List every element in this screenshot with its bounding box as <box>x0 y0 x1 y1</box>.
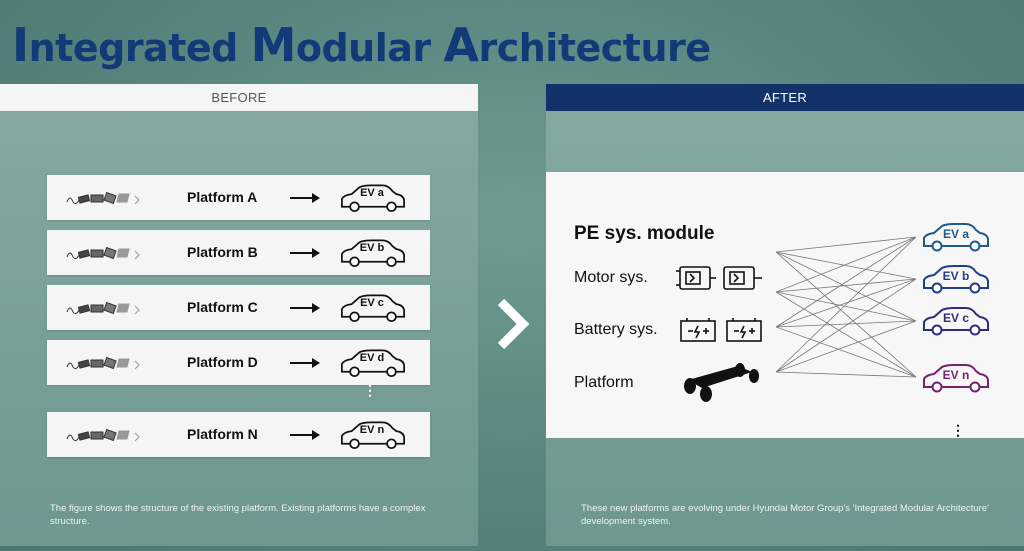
chevron-right-icon <box>497 298 530 350</box>
car-outline-icon <box>341 184 405 212</box>
connection-line <box>776 251 916 378</box>
ev-label: EV a <box>360 187 384 199</box>
car-outline-icon <box>923 307 989 336</box>
connection-line <box>776 278 916 373</box>
platform-label: Platform C <box>187 299 258 315</box>
car-outline-icon <box>341 294 405 322</box>
vertical-ellipsis: ⋮ <box>363 382 377 398</box>
battery-icon <box>680 318 762 342</box>
arrow-right-icon <box>290 303 320 313</box>
motor-label: Motor sys. <box>574 269 648 286</box>
pe-module-title: PE sys. module <box>574 223 715 244</box>
connection-line <box>776 251 916 280</box>
arrow-right-icon <box>290 248 320 258</box>
motor-icon <box>676 266 762 290</box>
ev-label: EV n <box>359 424 385 436</box>
after-header: AFTER <box>546 84 1024 111</box>
ev-label: EV d <box>359 352 385 364</box>
car-outline-icon <box>923 364 989 393</box>
connection-line <box>776 291 916 378</box>
battery-label: Battery sys. <box>574 321 658 338</box>
after-caption: These new platforms are evolving under H… <box>581 503 989 527</box>
connection-line <box>776 236 916 328</box>
platform-label: Platform <box>574 374 634 391</box>
platform-label: Platform B <box>187 244 258 260</box>
platform-label: Platform N <box>187 426 258 442</box>
ev-label: EV c <box>942 311 969 325</box>
platform-label: Platform A <box>187 189 258 205</box>
ev-label: EV b <box>359 242 385 254</box>
car-parts-icon <box>66 246 140 260</box>
car-outline-icon <box>341 349 405 377</box>
car-outline-icon <box>341 239 405 267</box>
platform-row: Platform D EV d <box>47 340 430 385</box>
skateboard-chassis-icon <box>684 363 759 402</box>
after-diagram: PE sys. module Motor sys. Battery sys. P… <box>546 172 1024 438</box>
connection-line <box>776 320 916 373</box>
page-title: Integrated Modular Architecture <box>12 18 711 72</box>
connection-lines <box>776 236 916 378</box>
car-parts-icon <box>66 191 140 205</box>
connection-line <box>776 291 916 322</box>
vertical-ellipsis: ⋮ <box>951 422 965 438</box>
connection-line <box>776 278 916 328</box>
before-caption: The figure shows the structure of the ex… <box>50 503 426 527</box>
arrow-right-icon <box>290 358 320 368</box>
platform-label: Platform D <box>187 354 258 370</box>
car-parts-icon <box>66 301 140 315</box>
connection-line <box>776 371 916 378</box>
arrow-right-icon <box>290 430 320 440</box>
after-panel: AFTER PE sys. module Motor sys. Battery … <box>546 84 1024 546</box>
platform-row: Platform B EV b <box>47 230 430 275</box>
platform-row: Platform N EV n <box>47 412 430 457</box>
connection-line <box>776 320 916 328</box>
connection-line <box>776 278 916 293</box>
connection-line <box>776 236 916 373</box>
car-outline-icon <box>923 223 989 252</box>
ev-label: EV n <box>942 368 970 382</box>
platform-row: Platform C EV c <box>47 285 430 330</box>
before-header: BEFORE <box>0 84 478 111</box>
connection-line <box>776 236 916 293</box>
ev-label: EV c <box>360 297 384 309</box>
ev-label: EV a <box>942 227 969 241</box>
connection-line <box>776 326 916 378</box>
car-outline-icon <box>341 421 405 449</box>
car-parts-icon <box>66 428 140 442</box>
ev-label: EV b <box>942 269 970 283</box>
car-outline-icon <box>923 265 989 294</box>
connection-line <box>776 236 916 253</box>
connection-line <box>776 251 916 322</box>
platform-row: Platform A EV a <box>47 175 430 220</box>
arrow-right-icon <box>290 193 320 203</box>
car-parts-icon <box>66 356 140 370</box>
